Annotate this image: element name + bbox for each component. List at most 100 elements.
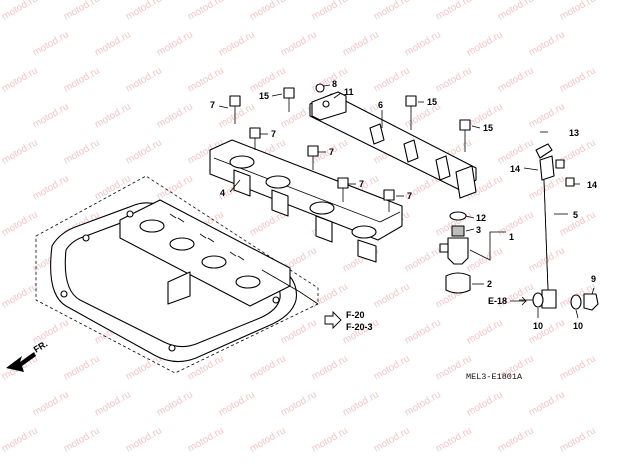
watermark-text: motod.ru bbox=[31, 389, 71, 418]
bolt-8-head bbox=[315, 83, 325, 93]
watermark-text: motod.ru bbox=[310, 281, 350, 310]
watermark-text: motod.ru bbox=[434, 65, 474, 94]
watermark-text: motod.ru bbox=[403, 389, 443, 418]
watermark-text: motod.ru bbox=[248, 0, 288, 23]
injector-base-port-4 bbox=[351, 225, 377, 239]
plug-hole-3 bbox=[201, 255, 227, 269]
seal-ring-3 bbox=[451, 225, 465, 237]
washer-10a bbox=[532, 292, 544, 308]
injector-1-connector bbox=[439, 243, 449, 253]
watermark-text: motod.ru bbox=[62, 425, 102, 454]
head-cover-tab bbox=[167, 271, 191, 305]
watermark-text: motod.ru bbox=[93, 173, 133, 202]
callout-7a: 7 bbox=[210, 100, 215, 110]
hose-upper-fitting bbox=[539, 155, 555, 181]
reference-arrow-icon bbox=[324, 310, 342, 330]
callout-3: 3 bbox=[476, 225, 481, 235]
callout-14a: 14 bbox=[510, 164, 520, 174]
callout-6: 6 bbox=[378, 100, 383, 110]
injector-group bbox=[439, 211, 471, 294]
callout-7c: 7 bbox=[329, 147, 334, 157]
watermark-text: motod.ru bbox=[403, 317, 443, 346]
callout-8: 8 bbox=[332, 79, 337, 89]
clip-bolt-14b bbox=[565, 177, 575, 187]
injector-base-group bbox=[209, 139, 403, 263]
watermark-text: motod.ru bbox=[558, 65, 598, 94]
clip-bolt-14a bbox=[555, 159, 565, 169]
watermark-text: motod.ru bbox=[93, 389, 133, 418]
watermark-text: motod.ru bbox=[62, 0, 102, 23]
callout-4: 4 bbox=[220, 188, 225, 198]
gasket-bolt-hole-2 bbox=[82, 234, 90, 242]
watermark-text: motod.ru bbox=[527, 389, 567, 418]
reference-f20: F-20 bbox=[346, 310, 365, 320]
gasket-bolt-hole-3 bbox=[126, 210, 134, 218]
injector-base-runner-2 bbox=[271, 189, 289, 217]
watermark-text: motod.ru bbox=[31, 101, 71, 130]
watermark-text: motod.ru bbox=[155, 29, 195, 58]
callout-7d: 7 bbox=[359, 179, 364, 189]
watermark-text: motod.ru bbox=[403, 29, 443, 58]
reference-e18: E-18 bbox=[488, 296, 507, 306]
watermark-text: motod.ru bbox=[124, 137, 164, 166]
hose-lower-fitting bbox=[541, 289, 557, 309]
callout-10b: 10 bbox=[573, 321, 583, 331]
injector-base-runner-4 bbox=[357, 239, 377, 263]
watermark-text: motod.ru bbox=[93, 29, 133, 58]
watermark-text: motod.ru bbox=[62, 65, 102, 94]
gasket-bolt-hole-1 bbox=[60, 290, 68, 298]
gasket-bolt-hole-4 bbox=[272, 296, 280, 304]
watermark-text: motod.ru bbox=[496, 0, 536, 23]
watermark-text: motod.ru bbox=[372, 281, 412, 310]
watermark-text: motod.ru bbox=[31, 173, 71, 202]
callout-7e: 7 bbox=[407, 191, 412, 201]
fuel-hose-5-inner bbox=[543, 179, 549, 291]
watermark-text: motod.ru bbox=[279, 389, 319, 418]
bolt-7d-head bbox=[337, 177, 349, 189]
callout-7b: 7 bbox=[271, 129, 276, 139]
watermark-text: motod.ru bbox=[0, 137, 40, 166]
watermark-text: motod.ru bbox=[496, 65, 536, 94]
diagram-code: MEL3-E1801A bbox=[466, 372, 523, 382]
bolts-group bbox=[229, 83, 471, 212]
fuel-rail-cup-2 bbox=[403, 139, 419, 163]
watermark-text: motod.ru bbox=[62, 353, 102, 382]
watermark-text: motod.ru bbox=[124, 425, 164, 454]
watermark-text: motod.ru bbox=[527, 29, 567, 58]
fuel-rail-cup-1 bbox=[369, 123, 385, 145]
injector-base-runner-3 bbox=[315, 215, 333, 243]
callout-10a: 10 bbox=[533, 321, 543, 331]
fuel-hose-group bbox=[532, 143, 599, 311]
watermark-text: motod.ru bbox=[248, 353, 288, 382]
watermark-text: motod.ru bbox=[124, 65, 164, 94]
watermark-text: motod.ru bbox=[496, 425, 536, 454]
leader-lines bbox=[218, 84, 595, 319]
o-ring-12 bbox=[449, 211, 467, 221]
watermark-text: motod.ru bbox=[217, 29, 257, 58]
injector-base-port-1 bbox=[229, 155, 255, 169]
watermark-text: motod.ru bbox=[403, 245, 443, 274]
bolt-15c-head bbox=[459, 119, 471, 131]
watermark-text: motod.ru bbox=[310, 353, 350, 382]
watermark-text: motod.ru bbox=[372, 425, 412, 454]
watermark-text: motod.ru bbox=[465, 389, 505, 418]
watermark-text: motod.ru bbox=[186, 425, 226, 454]
fuel-rail-cup-3 bbox=[435, 155, 451, 181]
watermark-text: motod.ru bbox=[31, 29, 71, 58]
watermark-text: motod.ru bbox=[186, 65, 226, 94]
head-cover-ribs bbox=[169, 213, 245, 261]
watermark-text: motod.ru bbox=[155, 389, 195, 418]
callout-15b: 15 bbox=[427, 97, 437, 107]
reference-f20-3: F-20-3 bbox=[346, 322, 373, 332]
watermark-text: motod.ru bbox=[496, 209, 536, 238]
callout-9: 9 bbox=[591, 274, 596, 284]
bolt-15a-head bbox=[283, 87, 295, 99]
watermark-text: motod.ru bbox=[465, 317, 505, 346]
injector-base-port-3 bbox=[309, 201, 335, 215]
e18-arrow-icon bbox=[510, 296, 527, 306]
watermark-text: motod.ru bbox=[527, 101, 567, 130]
watermark-text: motod.ru bbox=[341, 389, 381, 418]
watermark-text: motod.ru bbox=[217, 389, 257, 418]
bolt-7c-head bbox=[307, 145, 319, 157]
